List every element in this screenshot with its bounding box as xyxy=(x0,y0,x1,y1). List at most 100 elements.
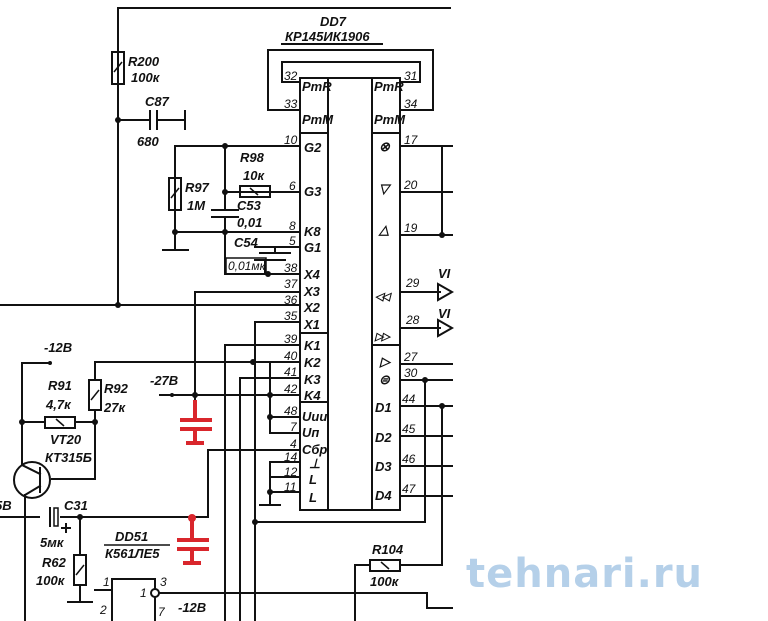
label: 41 xyxy=(284,365,297,379)
label: △ xyxy=(378,222,389,237)
label: 19 xyxy=(404,221,418,235)
label: D3 xyxy=(375,459,392,474)
label: 38 xyxy=(284,261,298,275)
label: X3 xyxy=(303,284,321,299)
label: PтM xyxy=(302,112,334,127)
label: R92 xyxy=(104,381,129,396)
resistor-r92 xyxy=(88,379,102,411)
label: 10к xyxy=(243,168,265,183)
label: -12В xyxy=(44,340,72,355)
chip-right-data-box xyxy=(371,344,401,511)
label: VI xyxy=(438,266,451,281)
capacitor-c87 xyxy=(149,110,158,130)
label: VI xyxy=(438,306,451,321)
label: 4,7к xyxy=(45,397,72,412)
wires xyxy=(0,7,453,621)
label: 42 xyxy=(284,382,298,396)
label: 14 xyxy=(284,450,298,464)
label: 0,01 xyxy=(237,215,262,230)
label: 8 xyxy=(289,219,296,233)
label: K8 xyxy=(304,224,321,239)
capacitor-c31 xyxy=(40,507,71,533)
label: 27к xyxy=(103,400,126,415)
label: ▷ xyxy=(379,354,392,369)
label: VT20 xyxy=(50,432,82,447)
label: G3 xyxy=(304,184,322,199)
junctions xyxy=(19,117,445,525)
label: КТ315Б xyxy=(45,450,92,465)
label: DD51 xyxy=(115,529,148,544)
label: L xyxy=(309,490,317,505)
label: К561ЛЕ5 xyxy=(105,546,160,561)
label: C53 xyxy=(237,198,262,213)
label: K3 xyxy=(304,372,321,387)
chip-type: КР145ИК1906 xyxy=(285,29,370,44)
chip-right-mid-box xyxy=(371,132,401,346)
component-labels: R200 100к C87 680 R98 10к R97 1М C53 0,0… xyxy=(36,54,404,619)
label: 39 xyxy=(284,332,298,346)
label: D2 xyxy=(375,430,392,445)
resistor-r98 xyxy=(239,185,271,198)
resistor-r91 xyxy=(44,416,76,429)
capacitor-c54 xyxy=(225,252,291,275)
label: 17 xyxy=(404,133,419,147)
resistor-r62 xyxy=(73,554,87,586)
label: 20 xyxy=(403,178,418,192)
label: 30 xyxy=(404,366,418,380)
arrow-vi-2 xyxy=(437,318,455,338)
label: C31 xyxy=(64,498,88,513)
label: 47 xyxy=(402,482,417,496)
label: C54 xyxy=(234,235,259,250)
label: G1 xyxy=(304,240,321,255)
label: ⊜ xyxy=(379,372,391,387)
label: PтR xyxy=(374,79,404,94)
label: R62 xyxy=(42,555,67,570)
label: K1 xyxy=(304,338,321,353)
highlight-capacitor-2 xyxy=(177,514,209,565)
label: ▽ xyxy=(379,181,392,196)
label: D4 xyxy=(375,488,392,503)
label: C87 xyxy=(145,94,170,109)
label: 44 xyxy=(402,392,416,406)
label: 48 xyxy=(284,404,298,418)
label: 46 xyxy=(402,452,416,466)
label: 5 xyxy=(289,234,296,248)
label: 100к xyxy=(370,574,400,589)
label: 29 xyxy=(405,276,420,290)
label: PтM xyxy=(374,112,406,127)
label: -12В xyxy=(178,600,206,615)
label: L xyxy=(309,472,317,487)
chip-body xyxy=(327,77,373,511)
label: ▷▷ xyxy=(374,331,391,343)
label: 1М xyxy=(187,198,206,213)
label: 36 xyxy=(284,293,298,307)
label: Uии xyxy=(302,409,327,424)
label: 5мк xyxy=(40,535,65,550)
label: ⊗ xyxy=(379,139,391,154)
label: G2 xyxy=(304,140,322,155)
label: X2 xyxy=(303,300,321,315)
label: 100к xyxy=(36,573,66,588)
label: X4 xyxy=(303,267,321,282)
label: K2 xyxy=(304,355,321,370)
label: 45 xyxy=(402,422,416,436)
left-pin-numbers: 32 33 10 6 8 5 38 37 36 35 39 40 41 42 4… xyxy=(284,69,299,494)
transistor-vt20 xyxy=(13,461,51,499)
label: Сбр xyxy=(302,442,327,457)
label: 27 xyxy=(403,350,419,364)
label: 3 xyxy=(160,575,167,589)
highlight-capacitor-1 xyxy=(180,400,212,445)
label: 100к xyxy=(131,70,161,85)
label: 680 xyxy=(137,134,159,149)
label: 4 xyxy=(290,437,297,451)
resistor-r200 xyxy=(111,51,125,85)
label: ◁◁ xyxy=(375,291,392,303)
capacitor-c53 xyxy=(211,209,239,218)
label: 6 xyxy=(289,179,296,193)
label: Uп xyxy=(302,425,319,440)
label: 34 xyxy=(404,97,418,111)
label: 10 xyxy=(284,133,298,147)
label: 0,01мк xyxy=(228,259,267,273)
left-pin-functions: PтR PтM G2 G3 K8 G1 X4 X3 X2 X1 K1 K2 K3… xyxy=(302,79,334,505)
